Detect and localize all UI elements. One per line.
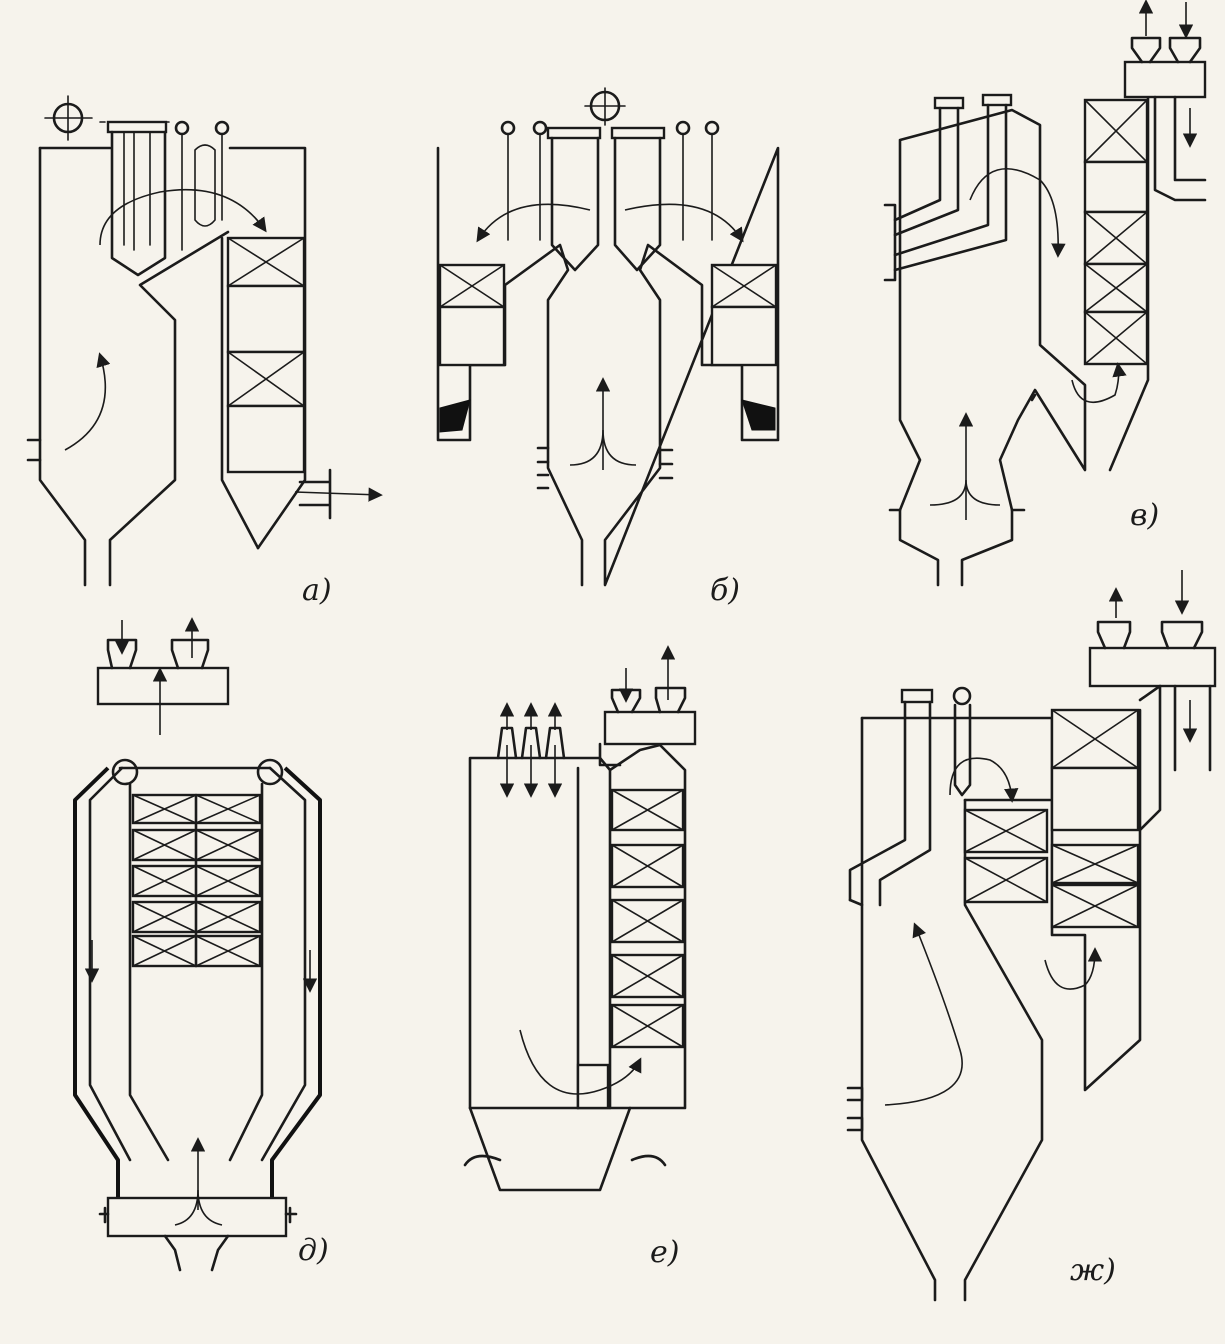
panel-zh-boiler xyxy=(846,570,1217,1302)
panel-a-boiler xyxy=(26,95,383,587)
panel-zh-label: ж) xyxy=(1070,1253,1116,1288)
panel-b-label: б) xyxy=(710,573,740,608)
panel-v-label: в) xyxy=(1130,498,1159,533)
panel-b-boiler xyxy=(436,87,780,587)
panel-d-boiler xyxy=(73,617,322,1272)
panel-v-boiler xyxy=(883,0,1207,587)
panel-a-label: а) xyxy=(302,573,332,608)
panel-e-boiler xyxy=(463,645,697,1192)
panel-d-label: д) xyxy=(298,1233,329,1268)
panel-e-label: е) xyxy=(650,1235,679,1270)
